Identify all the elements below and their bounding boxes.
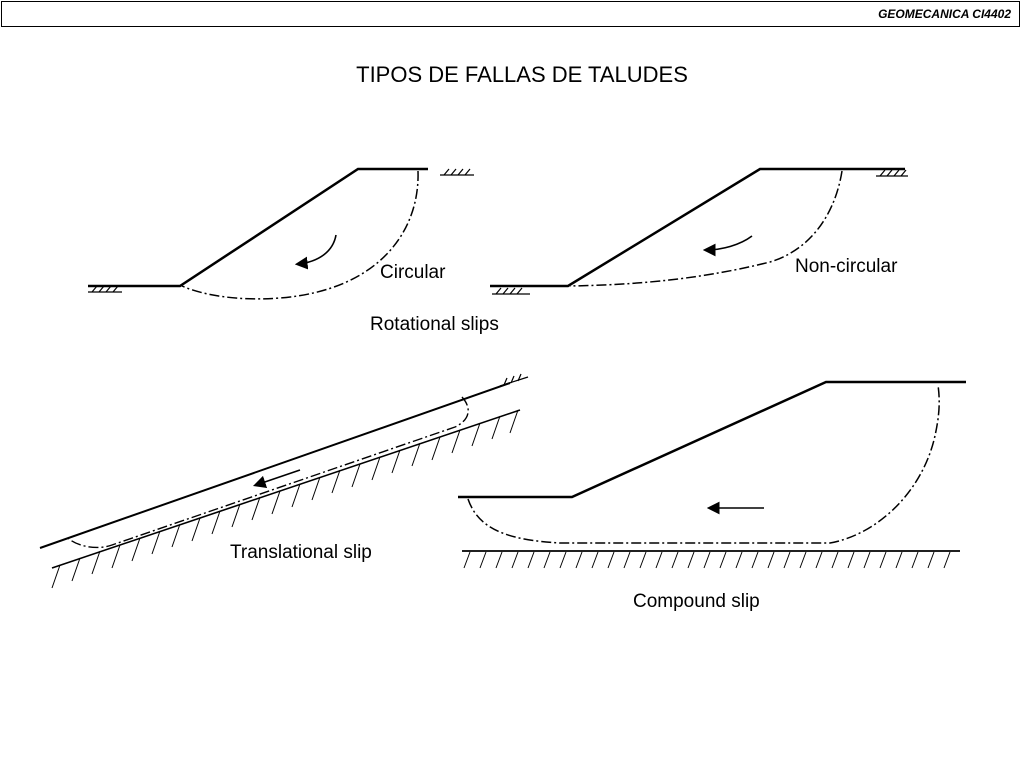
- translational-slip-label: Translational slip: [230, 542, 372, 563]
- translational-slope-surface: [39, 382, 511, 549]
- circular-movement-arrow: [294, 234, 337, 270]
- non-circular-slope-profile: [490, 167, 905, 288]
- translational-movement-arrow: [252, 469, 301, 488]
- bedrock-hatching: [51, 409, 519, 589]
- translational-failure-surface: [67, 396, 469, 549]
- ground-hatch-symbol: [499, 373, 529, 387]
- slide-title: TIPOS DE FALLAS DE TALUDES: [356, 62, 688, 87]
- circular-slip-figure: Circular: [88, 167, 474, 300]
- compound-failure-surface: [467, 384, 940, 544]
- circular-failure-surface: [181, 170, 419, 300]
- course-code: GEOMECANICA CI4402: [878, 7, 1011, 21]
- compound-slope-profile: [458, 380, 966, 499]
- non-circular-label: Non-circular: [795, 256, 898, 277]
- rotational-slips-label: Rotational slips: [370, 314, 499, 335]
- circular-label: Circular: [380, 262, 446, 283]
- ground-hatch-symbol: [492, 287, 530, 295]
- translational-bedrock-line: [51, 409, 521, 569]
- firm-stratum-hatching: [463, 551, 951, 569]
- ground-hatch-symbol: [440, 168, 474, 176]
- compound-slip-label: Compound slip: [633, 591, 760, 612]
- ground-hatch-symbol: [88, 285, 122, 293]
- translational-slip-figure: Translational slip: [39, 373, 529, 589]
- compound-slip-figure: Compound slip: [458, 380, 966, 612]
- header-bar: GEOMECANICA CI4402: [1, 1, 1020, 27]
- non-circular-movement-arrow: [702, 235, 753, 257]
- circular-slope-profile: [88, 167, 428, 288]
- non-circular-failure-surface: [569, 170, 843, 287]
- ground-hatch-symbol: [876, 169, 908, 177]
- non-circular-slip-figure: Non-circular: [490, 167, 908, 295]
